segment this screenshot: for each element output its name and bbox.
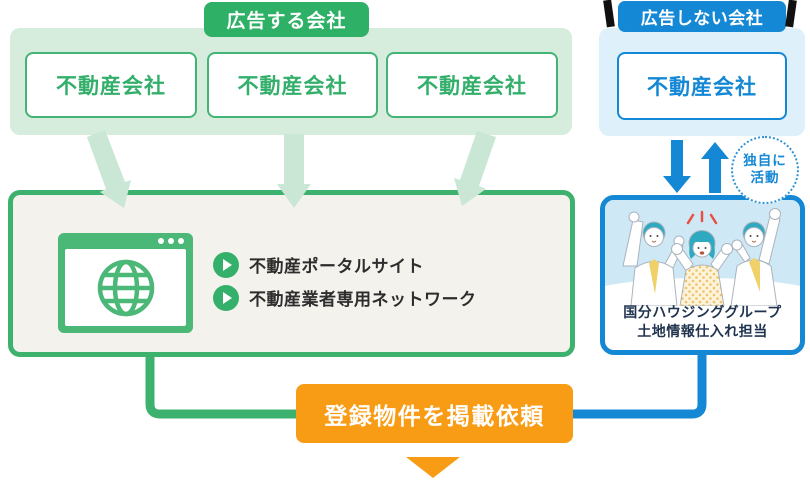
up-arrow-icon — [701, 142, 729, 193]
advertiser-badge: 広告する会社 — [204, 2, 369, 37]
down-arrow-icon — [663, 140, 691, 193]
request-label: 登録物件を掲載依頼 — [324, 402, 545, 429]
company-box-blue: 不動産会社 — [617, 52, 787, 120]
request-box: 登録物件を掲載依頼 — [296, 384, 573, 443]
play-bullet-icon — [213, 251, 239, 278]
team-illustration — [622, 208, 781, 306]
down-triangle-icon — [406, 457, 460, 478]
non-advertiser-badge-label: 広告しない会社 — [640, 9, 764, 28]
globe-icon — [97, 259, 154, 316]
blue-connector-line — [570, 352, 707, 419]
team-caption-line1: 国分ハウジンググループ — [623, 303, 782, 320]
company-box-1: 不動産会社 — [25, 52, 197, 118]
company-box-2: 不動産会社 — [207, 52, 378, 118]
green-connector-line — [145, 352, 300, 419]
portal-item-2: 不動産業者専用ネットワーク — [213, 284, 477, 311]
portal-item-label: 不動産ポータルサイト — [249, 257, 424, 276]
portal-item-1: 不動産ポータルサイト — [213, 251, 424, 278]
portal-item-label: 不動産業者専用ネットワーク — [249, 290, 477, 309]
browser-dots-icon — [158, 238, 184, 244]
non-advertiser-badge: 広告しない会社 — [618, 1, 786, 32]
play-bullet-icon — [213, 284, 239, 311]
advertiser-badge-label: 広告する会社 — [226, 11, 347, 32]
team-box: 国分ハウジンググループ 土地情報仕入れ担当 — [600, 195, 805, 355]
company-label: 不動産会社 — [417, 75, 527, 98]
browser-content — [65, 249, 186, 326]
company-label: 不動産会社 — [237, 75, 348, 98]
team-caption: 国分ハウジンググループ 土地情報仕入れ担当 — [605, 303, 800, 342]
team-caption-line2: 土地情報仕入れ担当 — [637, 323, 768, 340]
browser-icon — [58, 233, 193, 333]
independent-line2: 活動 — [750, 170, 780, 185]
company-box-3: 不動産会社 — [386, 52, 558, 118]
independent-activity-badge: 独自に 活動 — [731, 136, 799, 204]
company-label: 不動産会社 — [647, 76, 757, 99]
company-label: 不動産会社 — [56, 75, 166, 98]
independent-line1: 独自に — [743, 153, 787, 169]
